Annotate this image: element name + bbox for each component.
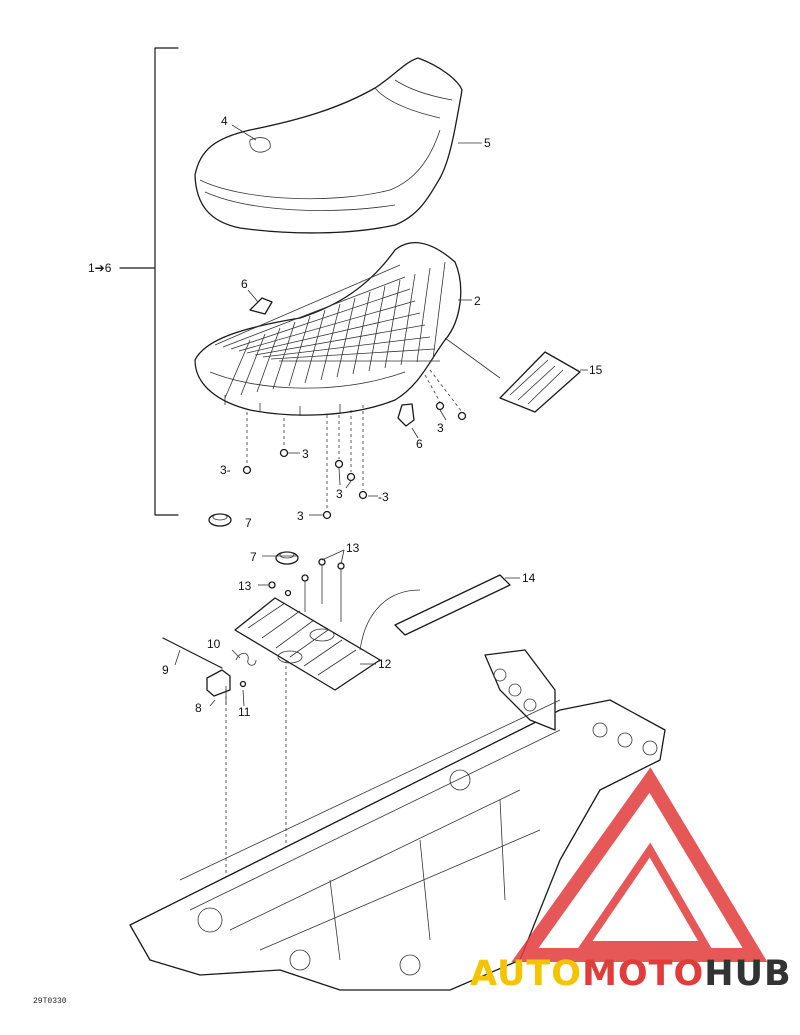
group-label: 1➔6 — [88, 261, 112, 275]
watermark-text: AUTOMOTOHUB — [470, 954, 792, 994]
callout-label: 7 — [250, 550, 257, 564]
callout-label: 15 — [589, 363, 603, 377]
callout-label: 12 — [378, 657, 392, 671]
callout-label: 3 — [297, 509, 304, 523]
seat-base-part — [194, 242, 462, 416]
callout-label: 9 — [162, 663, 169, 677]
group-bracket — [119, 47, 179, 516]
callout-labels: 4 5 6 2 15 6 3 3 3- 3 -3 3 7 7 13 13 14 … — [162, 114, 603, 719]
callout-label: 8 — [195, 701, 202, 715]
strip-part — [359, 574, 511, 651]
callout-label: 3- — [220, 463, 231, 477]
callout-label: 3 — [302, 447, 309, 461]
clip-parts — [249, 297, 415, 427]
callout-label: 7 — [245, 516, 252, 530]
callout-label: 6 — [241, 277, 248, 291]
fastener-parts — [242, 401, 467, 520]
decal-part — [499, 351, 581, 413]
callout-label: 3 — [437, 421, 444, 435]
callout-label: 5 — [484, 136, 491, 150]
callout-label: 6 — [416, 437, 423, 451]
callout-label: 2 — [474, 294, 481, 308]
callout-label: 3 — [336, 487, 343, 501]
frame-part — [129, 649, 666, 991]
latch-parts — [162, 637, 257, 697]
watermark-logo — [511, 767, 768, 962]
callout-label: 13 — [346, 541, 360, 555]
mounting-plate-part — [234, 597, 381, 691]
callout-label: 4 — [221, 114, 228, 128]
install-lines — [225, 369, 463, 890]
diagram-code: 29T0330 — [33, 997, 67, 1006]
seat-cover-part — [194, 57, 463, 234]
grommet-parts — [208, 513, 299, 565]
bolt-parts — [268, 558, 345, 622]
leader-lines — [174, 124, 588, 707]
callout-label: 14 — [522, 571, 536, 585]
decal-arrow — [444, 337, 501, 379]
callout-label: 13 — [238, 579, 252, 593]
callout-label: 11 — [238, 705, 251, 719]
callout-label: 10 — [207, 637, 221, 651]
callout-label: -3 — [378, 490, 389, 504]
